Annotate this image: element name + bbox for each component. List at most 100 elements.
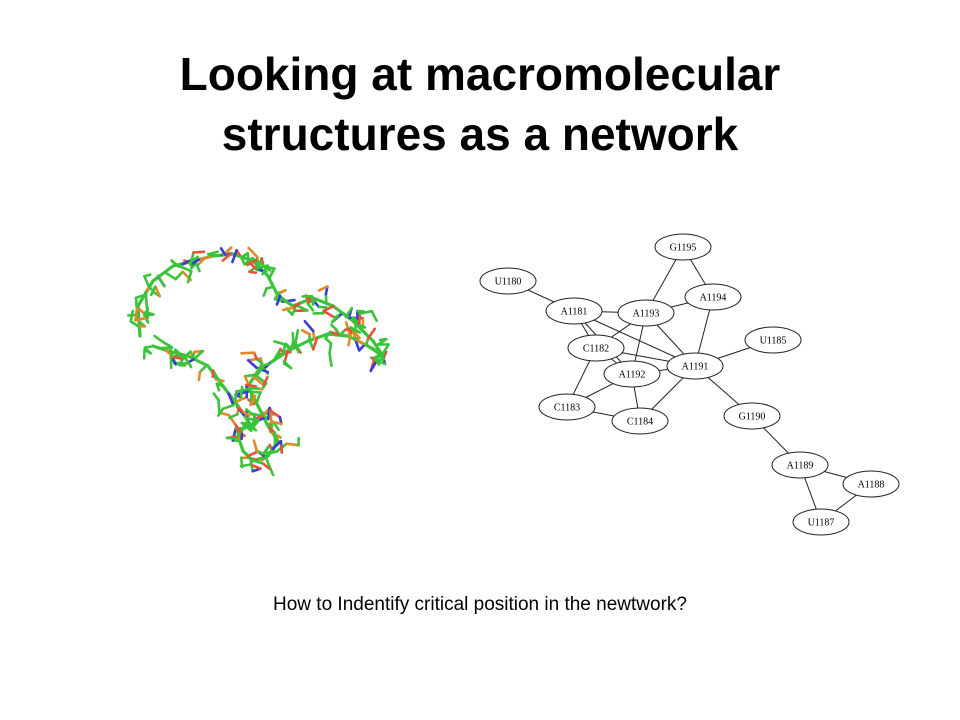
molecule-bond — [262, 375, 269, 387]
molecule-bond — [182, 354, 193, 369]
molecule-bond — [251, 256, 265, 267]
molecule-bond — [231, 249, 238, 264]
network-node-a1192: A1192 — [603, 360, 661, 388]
molecule-bond — [270, 420, 283, 426]
molecule-bond — [192, 250, 206, 254]
molecule-bond — [221, 384, 230, 395]
molecule-bond — [250, 458, 265, 466]
molecule-bond — [186, 269, 193, 284]
network-node-g1190: G1190 — [723, 402, 781, 430]
molecule-bond — [266, 406, 271, 421]
molecule-bond — [284, 342, 292, 354]
molecule-bond — [177, 363, 187, 367]
network-node-ellipse — [603, 360, 661, 388]
molecule-bond — [245, 383, 258, 388]
molecule-bond — [246, 369, 260, 388]
network-node-ellipse — [792, 508, 850, 536]
molecule-bond — [170, 259, 181, 268]
molecule-bond — [249, 463, 262, 470]
molecule-bond — [248, 270, 258, 275]
molecule-bond — [310, 294, 315, 306]
molecule-bond — [262, 287, 268, 297]
molecule-bond — [263, 265, 272, 272]
molecule-bond — [380, 343, 390, 357]
molecule-bond — [252, 376, 265, 387]
title-line-1: Looking at macromolecular — [179, 48, 781, 100]
molecule-bond — [192, 349, 205, 361]
molecule-bond — [330, 323, 338, 331]
network-node-u1187: U1187 — [792, 508, 850, 536]
molecule-bond — [233, 422, 242, 434]
molecule-bond — [240, 351, 256, 355]
molecule-bond — [369, 359, 378, 373]
molecule-bond — [373, 358, 385, 362]
molecule-bond — [282, 343, 287, 356]
molecule-bond — [311, 296, 335, 308]
rna-stick-model-image — [127, 246, 390, 476]
molecule-bond — [272, 347, 282, 362]
molecule-bond — [262, 462, 271, 470]
network-node-ellipse — [842, 470, 900, 498]
molecule-bond — [246, 450, 259, 458]
molecule-bond — [240, 421, 255, 426]
molecule-bond — [235, 405, 245, 414]
network-node-label: A1181 — [561, 307, 588, 318]
molecule-bond — [279, 444, 284, 454]
molecule-bond — [217, 398, 221, 414]
molecule-bond — [370, 309, 378, 322]
network-node-ellipse — [545, 297, 603, 325]
slide-caption: How to Indentify critical position in th… — [273, 594, 687, 615]
molecule-bond — [322, 305, 335, 313]
molecule-bond — [291, 302, 301, 309]
molecule-bond — [225, 436, 240, 441]
molecule-bond — [294, 329, 300, 344]
molecule-bond — [273, 340, 287, 346]
molecule-bond — [312, 337, 319, 351]
molecule-bond — [160, 340, 174, 349]
molecule-bond — [143, 273, 152, 278]
molecule-bond — [263, 450, 274, 455]
network-node-ellipse — [684, 283, 742, 311]
network-node-label: C1182 — [583, 344, 609, 355]
network-node-c1184: C1184 — [611, 407, 669, 435]
molecule-bond — [255, 362, 264, 374]
molecule-bond — [285, 442, 300, 447]
network-node-a1194: A1194 — [684, 283, 742, 311]
molecule-bond — [322, 309, 336, 319]
molecule-bond — [255, 391, 262, 405]
molecule-bond — [246, 359, 258, 369]
molecule-bond — [163, 270, 178, 281]
molecule-bond — [267, 267, 276, 280]
molecule-bond — [243, 373, 257, 378]
molecule-bond — [340, 311, 352, 320]
network-node-ellipse — [617, 299, 675, 327]
network-node-ellipse — [654, 233, 712, 261]
molecule-bond — [358, 309, 374, 315]
molecule-bond — [221, 403, 235, 411]
network-node-label: G1190 — [739, 412, 766, 423]
molecule-bond — [215, 382, 221, 392]
network-node-label: A1189 — [787, 461, 814, 472]
molecule-bond — [134, 293, 146, 300]
molecule-bond — [197, 255, 213, 262]
network-node-ellipse — [611, 407, 669, 435]
molecule-bond — [275, 294, 282, 306]
network-node-label: U1185 — [760, 336, 787, 347]
slide-title: Looking at macromolecular structures as … — [0, 44, 960, 164]
molecule-bond — [134, 307, 139, 322]
molecule-bond — [211, 369, 215, 378]
molecule-bond — [246, 251, 251, 264]
network-node-g1195: G1195 — [654, 233, 712, 261]
molecule-bond — [344, 321, 351, 335]
network-node-ellipse — [479, 267, 537, 295]
molecule-bond — [353, 337, 367, 346]
molecule-bond — [328, 342, 333, 355]
network-node-label: U1180 — [495, 277, 522, 288]
molecule-bond — [370, 346, 381, 354]
molecule-bond — [330, 314, 340, 324]
network-node-a1193: A1193 — [617, 299, 675, 327]
network-node-label: A1191 — [682, 362, 709, 373]
molecule-bond — [227, 392, 235, 407]
molecule-bond — [354, 338, 361, 352]
